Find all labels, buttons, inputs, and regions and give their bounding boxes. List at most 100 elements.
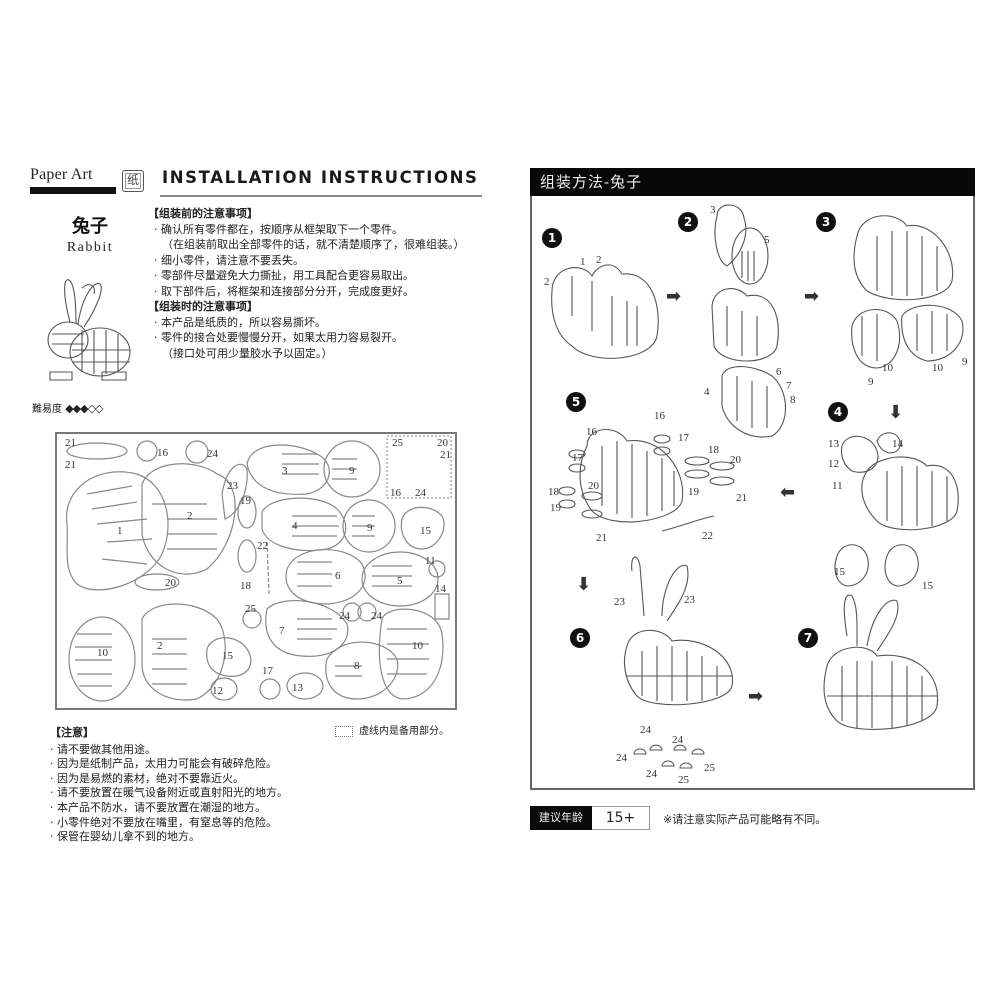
difficulty-empty-diamonds-icon: ◇◇: [87, 402, 104, 415]
part-label: 25: [678, 774, 689, 786]
part-label: 24: [672, 734, 683, 746]
part-label: 17: [572, 452, 583, 464]
paper-seal-icon: 纸: [122, 170, 144, 192]
part-label: 23: [614, 596, 625, 608]
spare-note-text: 虚线内是备用部分。: [359, 726, 449, 737]
svg-text:10: 10: [412, 640, 424, 652]
title-divider: [160, 195, 482, 197]
svg-text:20: 20: [165, 577, 177, 589]
part-label: 5: [764, 234, 770, 246]
part-label: 9: [962, 356, 968, 368]
part-label: 3: [710, 204, 716, 216]
step-badge-1: 1: [542, 228, 562, 248]
svg-text:11: 11: [425, 555, 436, 567]
part-label: 10: [882, 362, 893, 374]
part-label: 8: [790, 394, 796, 406]
dotted-box-icon: [335, 726, 353, 737]
svg-text:2: 2: [187, 510, 193, 522]
part-label: 21: [736, 492, 747, 504]
part-label: 15: [922, 580, 933, 592]
svg-text:9: 9: [349, 465, 355, 477]
part-label: 4: [704, 386, 710, 398]
svg-text:21: 21: [65, 459, 76, 471]
svg-text:14: 14: [435, 583, 447, 595]
step-badge-4: 4: [828, 402, 848, 422]
product-name-cn: 兔子: [72, 216, 108, 237]
part-label: 16: [654, 410, 665, 422]
step-badge-6: 6: [570, 628, 590, 648]
arrow-down-icon: ⬇: [888, 402, 904, 423]
svg-text:25: 25: [245, 603, 257, 615]
part-label: 24: [640, 724, 651, 736]
disclaimer-text: ※请注意实际产品可能略有不同。: [663, 813, 827, 826]
arrow-left-icon: ⬅: [780, 482, 796, 503]
svg-text:2: 2: [157, 640, 163, 652]
caution-item: · 小零件绝对不要放在嘴里，有窒息等的危险。: [50, 815, 277, 829]
svg-text:7: 7: [279, 625, 285, 637]
brand-logo: Paper Art: [30, 166, 118, 194]
rabbit-thumbnail-icon: [47, 279, 131, 381]
step-badge-2: 2: [678, 212, 698, 232]
svg-text:4: 4: [292, 520, 298, 532]
step-badge-3: 3: [816, 212, 836, 232]
svg-text:20: 20: [437, 437, 449, 449]
part-label: 2: [596, 254, 602, 266]
page-title: INSTALLATION INSTRUCTIONS: [162, 168, 479, 187]
svg-text:6: 6: [335, 570, 341, 582]
difficulty-rating: 難易度 ◆◆◆◇◇: [32, 400, 103, 415]
caution-item: · 请不要放置在暖气设备附近或直射阳光的地方。: [50, 786, 288, 800]
svg-text:16: 16: [390, 487, 402, 499]
during-assembly-heading: 【组装时的注意事项】: [148, 300, 258, 313]
svg-text:24: 24: [371, 610, 383, 622]
step4-diagram: [834, 432, 959, 587]
svg-text:21: 21: [65, 437, 76, 449]
step-badge-5: 5: [566, 392, 586, 412]
caution-heading: 【注意】: [50, 726, 94, 739]
step5-diagram: [558, 428, 735, 532]
product-name-en: Rabbit: [66, 240, 114, 255]
assembly-header: 组装方法-兔子: [530, 168, 975, 196]
part-label: 15: [834, 566, 845, 578]
part-label: 25: [704, 762, 715, 774]
part-label: 16: [586, 426, 597, 438]
part-label: 7: [786, 380, 792, 392]
svg-text:15: 15: [222, 650, 234, 662]
part-label: 19: [550, 502, 561, 514]
brand-underline: [30, 187, 116, 194]
caution-item: · 因为是纸制产品，太用力可能会有破碎危险。: [50, 757, 277, 771]
part-label: 21: [596, 532, 607, 544]
caution-item: · 因为是易燃的素材，绝对不要靠近火。: [50, 771, 244, 785]
svg-text:18: 18: [240, 580, 252, 592]
svg-text:25: 25: [392, 437, 404, 449]
svg-text:24: 24: [339, 610, 351, 622]
svg-text:10: 10: [97, 647, 109, 659]
svg-text:21: 21: [440, 449, 451, 461]
caution-item: · 请不要做其他用途。: [50, 742, 156, 756]
svg-text:5: 5: [397, 575, 403, 587]
part-label: 6: [776, 366, 782, 378]
svg-text:9: 9: [367, 522, 373, 534]
before-assembly-heading: 【组装前的注意事项】: [148, 207, 258, 220]
note-item: · 确认所有零件都在，按顺序从框架取下一个零件。: [154, 222, 403, 236]
product-name: 兔子 Rabbit: [40, 212, 140, 256]
part-label: 20: [588, 480, 599, 492]
svg-text:12: 12: [212, 685, 223, 697]
note-item: · 取下部件后，将框架和连接部分分开，完成度更好。: [154, 284, 414, 298]
part-label: 22: [702, 530, 713, 542]
svg-text:3: 3: [282, 465, 288, 477]
part-label: 17: [678, 432, 689, 444]
part-label: 2: [544, 276, 550, 288]
svg-text:17: 17: [262, 665, 274, 677]
part-label: 19: [688, 486, 699, 498]
difficulty-label: 難易度: [32, 404, 62, 415]
svg-text:23: 23: [227, 480, 239, 492]
part-label: 9: [868, 376, 874, 388]
part-label: 24: [616, 752, 627, 764]
arrow-down-icon: ⬇: [576, 574, 592, 595]
spare-parts-note: 虚线内是备用部分。: [335, 722, 449, 737]
part-label: 23: [684, 594, 695, 606]
age-label: 建议年龄: [530, 806, 592, 830]
step-badge-7: 7: [798, 628, 818, 648]
part-label: 24: [646, 768, 657, 780]
